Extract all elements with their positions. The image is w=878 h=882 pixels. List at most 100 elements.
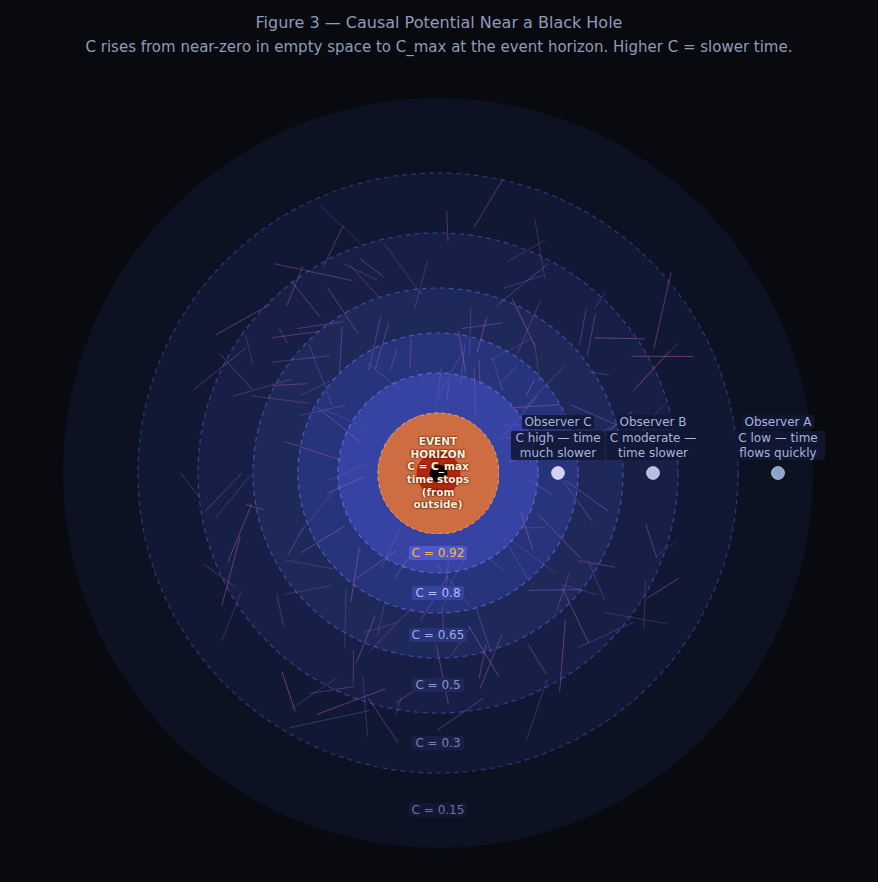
field-line [476, 609, 491, 654]
observer-marker: Observer B C moderate — time slower [606, 415, 700, 481]
field-line [353, 650, 354, 684]
potential-ring [338, 373, 538, 573]
field-line [351, 547, 360, 602]
field-line [474, 368, 475, 415]
field-line [480, 635, 502, 688]
field-line [527, 680, 547, 739]
field-line [644, 580, 646, 630]
field-line [317, 407, 362, 443]
field-line [508, 538, 557, 573]
field-line [587, 314, 595, 356]
field-line [215, 475, 251, 519]
field-line [206, 473, 242, 511]
field-line [654, 273, 671, 349]
field-line [390, 348, 397, 370]
field-line [562, 585, 597, 595]
field-line [297, 322, 343, 329]
potential-value: C = 0.15 [409, 803, 468, 817]
field-line [534, 342, 540, 382]
observer-marker: Observer CC high — time much slower [511, 415, 605, 481]
field-line [461, 323, 502, 329]
field-line [479, 359, 481, 383]
field-line [291, 281, 319, 316]
field-line [521, 512, 532, 549]
field-line [656, 541, 678, 557]
field-line [511, 405, 560, 408]
potential-value: C = 0.8 [412, 586, 463, 600]
field-line [562, 480, 592, 521]
field-line [301, 526, 345, 553]
observer-dot-shape [647, 467, 660, 480]
field-line [490, 339, 531, 360]
field-line [343, 263, 377, 280]
field-line [435, 351, 463, 404]
potential-ring [198, 233, 678, 713]
field-line [605, 613, 667, 624]
horizon-disc-shape [378, 413, 499, 534]
observer-note: C moderate — time slower [606, 431, 700, 460]
field-line [272, 356, 330, 363]
potential-ring [298, 333, 578, 613]
field-line [216, 304, 270, 334]
field-line [437, 698, 483, 730]
horizon-label: C = C_max [396, 460, 480, 473]
field-line [524, 367, 564, 410]
field-line [327, 287, 358, 333]
field-line [204, 564, 235, 587]
field-line [309, 344, 332, 405]
field-line [497, 264, 548, 306]
field-line [246, 335, 253, 365]
field-line [356, 551, 396, 579]
observer-name: Observer B [617, 415, 688, 429]
field-line [449, 558, 464, 587]
field-line [474, 179, 503, 227]
field-line [364, 622, 398, 632]
field-line [323, 226, 343, 267]
field-line [438, 368, 442, 395]
field-line [500, 367, 517, 383]
field-line [647, 578, 679, 598]
field-line [477, 317, 487, 352]
field-line [589, 372, 609, 375]
field-line [528, 644, 547, 675]
field-line [381, 529, 400, 567]
field-line [277, 594, 284, 626]
field-lines [181, 179, 693, 742]
field-line [290, 711, 369, 728]
potential-ring [253, 288, 623, 658]
field-line [375, 322, 389, 369]
observer-dot-shape [772, 467, 785, 480]
field-line [415, 261, 428, 309]
field-line [579, 561, 615, 568]
field-line [578, 622, 634, 648]
field-line [539, 515, 581, 558]
field-line [384, 243, 422, 295]
field-line [529, 481, 551, 494]
field-line [503, 535, 528, 579]
field-line [363, 676, 368, 736]
potential-value: C = 0.5 [412, 678, 463, 692]
event-horizon: EVENT HORIZONC = C_maxtime stops (from o… [377, 412, 500, 535]
field-line [181, 473, 200, 498]
field-line [436, 646, 448, 705]
observer-dot-shape [552, 467, 565, 480]
field-line [414, 367, 425, 382]
observer-note: C low — time flows quickly [731, 431, 825, 460]
field-line [287, 266, 303, 306]
field-line [595, 337, 645, 339]
field-line [285, 560, 333, 569]
field-line [339, 327, 342, 373]
field-line [360, 259, 383, 277]
field-line [535, 219, 545, 278]
field-line [285, 442, 342, 460]
field-line [222, 591, 242, 641]
observer-note: C high — time much slower [511, 431, 605, 460]
field-line [220, 354, 253, 390]
horizon-text: EVENT HORIZONC = C_maxtime stops (from o… [396, 435, 480, 511]
observer-marker: Observer A C low — time flows quickly [731, 415, 825, 481]
field-line [194, 348, 246, 390]
field-line [562, 588, 589, 644]
field-line [246, 505, 263, 510]
observer-name: Observer A [742, 415, 813, 429]
